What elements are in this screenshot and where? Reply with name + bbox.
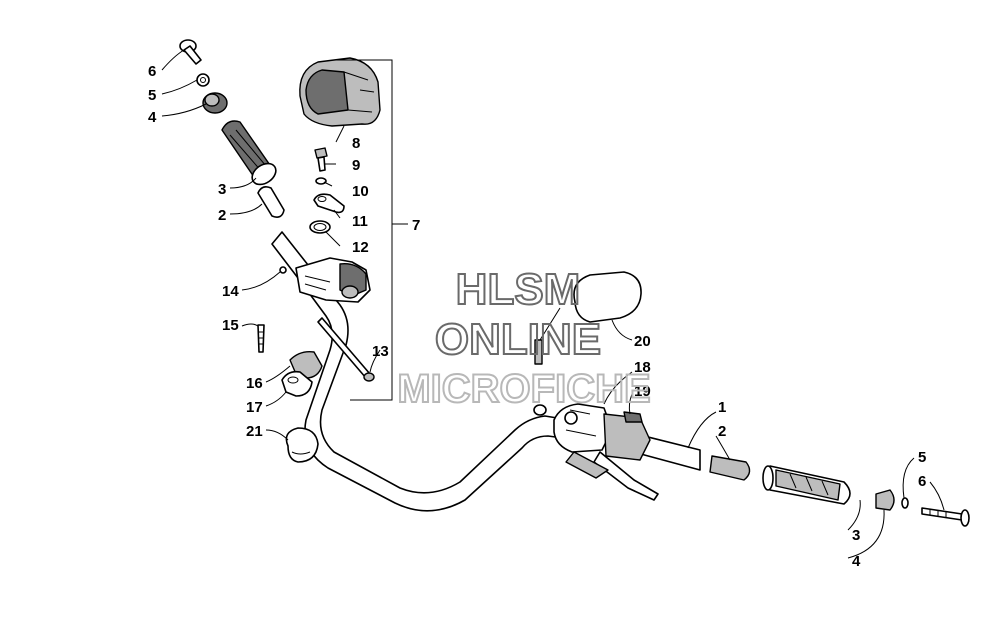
callout-right-4: 4 — [852, 553, 861, 570]
callout-21: 21 — [246, 423, 263, 440]
callout-14: 14 — [222, 283, 239, 300]
screw-9 — [314, 147, 328, 172]
mirror-20 — [534, 271, 642, 365]
bolt-13 — [317, 317, 375, 382]
callout-16: 16 — [246, 375, 263, 392]
callout-left-2: 2 — [218, 207, 226, 224]
screw-14 — [279, 266, 287, 274]
left-grip-3 — [221, 120, 277, 186]
callout-20: 20 — [634, 333, 651, 350]
leader-lines — [161, 49, 945, 559]
callout-17: 17 — [246, 399, 263, 416]
watermark-line-3: MICROFICHE — [397, 367, 650, 411]
callout-left-6: 6 — [148, 63, 156, 80]
watermark-line-2: ONLINE — [435, 315, 601, 364]
callout-19: 19 — [634, 383, 651, 400]
watermark-line-1: HLSM — [456, 265, 581, 314]
callout-13: 13 — [372, 343, 389, 360]
callout-12: 12 — [352, 239, 369, 256]
callout-left-4: 4 — [148, 109, 157, 126]
callout-right-2: 2 — [718, 423, 726, 440]
callout-11: 11 — [352, 213, 368, 230]
right-washer-5 — [901, 497, 909, 509]
callout-7: 7 — [412, 217, 420, 234]
left-switch-block — [295, 257, 371, 303]
left-grip-insert-2 — [257, 186, 285, 218]
switch-housing-8 — [299, 57, 381, 127]
right-bar-end-4 — [875, 489, 895, 511]
callout-9: 9 — [352, 157, 360, 174]
spring-clip-21 — [285, 427, 319, 463]
right-bolt-6 — [921, 507, 970, 527]
bracket-11 — [313, 193, 345, 214]
callout-15: 15 — [222, 317, 239, 334]
right-grip-3 — [762, 465, 851, 505]
callout-18: 18 — [634, 359, 651, 376]
callout-8: 8 — [352, 135, 360, 152]
washer-10 — [315, 177, 327, 185]
left-washer-5 — [196, 73, 210, 87]
screw-15 — [257, 324, 265, 353]
callout-right-3: 3 — [852, 527, 860, 544]
right-grip-insert-2 — [709, 455, 751, 481]
left-bar-end-4 — [202, 92, 228, 114]
callout-right-5: 5 — [918, 449, 926, 466]
left-bolt-6 — [179, 39, 202, 65]
clamp-base-17 — [281, 370, 313, 397]
callout-left-5: 5 — [148, 87, 156, 104]
callout-10: 10 — [352, 183, 369, 200]
clamp-12 — [309, 220, 331, 234]
right-control-assembly — [533, 403, 659, 501]
callout-right-6: 6 — [918, 473, 926, 490]
callout-left-3: 3 — [218, 181, 226, 198]
callout-right-1: 1 — [718, 399, 726, 416]
